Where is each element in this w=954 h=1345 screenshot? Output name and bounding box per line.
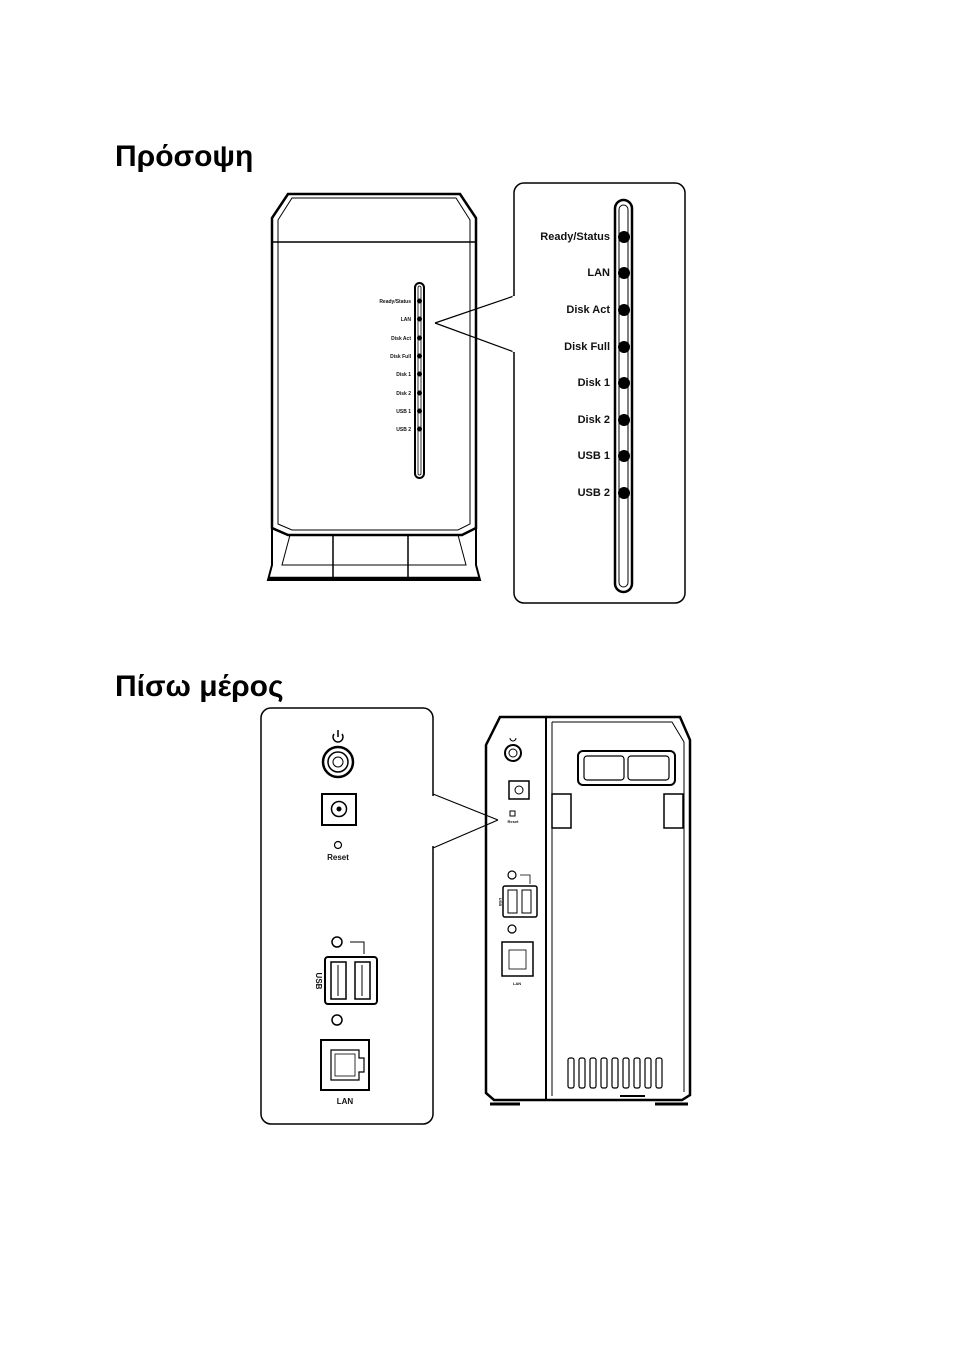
small-led-label: LAN [401,317,412,323]
power-icon [332,730,344,743]
front-small-led-markers [417,298,422,432]
back-zoom-panel [260,707,434,1125]
back-callout [432,793,499,849]
small-led-label: Ready/Status [379,299,411,305]
rear-device [484,715,692,1106]
small-led-label: Disk 2 [396,391,411,397]
front-small-led-labels: Ready/Status LAN Disk Act Disk Full Disk… [379,299,411,433]
small-led-label: USB 2 [396,427,411,433]
small-led-label: USB 1 [396,409,411,415]
lan-port[interactable] [320,1039,370,1091]
zoom-led-labels: Ready/Status LAN Disk Act Disk Full Disk… [540,231,610,499]
led-label-disk-full: Disk Full [564,341,610,353]
dc-power-jack [321,793,357,826]
front-callout [434,295,515,353]
led-label-lan: LAN [587,267,610,279]
usb-label: USB [314,973,323,990]
led-label-ready-status: Ready/Status [540,231,610,243]
lan-label: LAN [337,1097,354,1106]
back-view-diagram: Reset USB LAN [260,707,692,1125]
led-label-disk-1: Disk 1 [578,377,610,389]
power-button[interactable] [321,745,355,779]
small-led-label: Disk 1 [396,372,411,378]
small-led-label: Disk Full [390,354,411,360]
front-view-diagram: Ready/Status LAN Disk Act Disk Full Disk… [266,182,686,604]
back-title: Πίσω μέρος [115,670,284,703]
small-led-label: Disk Act [391,336,411,342]
front-zoom-panel [513,182,686,604]
rear-reset-label: Reset [508,819,520,824]
zoom-led-strip [613,198,634,594]
reset-button[interactable] [333,840,343,850]
front-title: Πρόσοψη [115,140,254,173]
led-label-disk-act: Disk Act [566,304,610,316]
rear-lan-label: LAN [513,981,521,986]
led-label-usb-1: USB 1 [578,450,610,462]
zoom-led-dots [618,231,630,499]
rear-usb-label: USB [498,898,503,907]
led-label-disk-2: Disk 2 [578,414,610,426]
front-device [266,192,482,581]
usb-ports[interactable] [324,936,378,1026]
reset-label: Reset [327,853,349,862]
led-label-usb-2: USB 2 [578,487,610,499]
